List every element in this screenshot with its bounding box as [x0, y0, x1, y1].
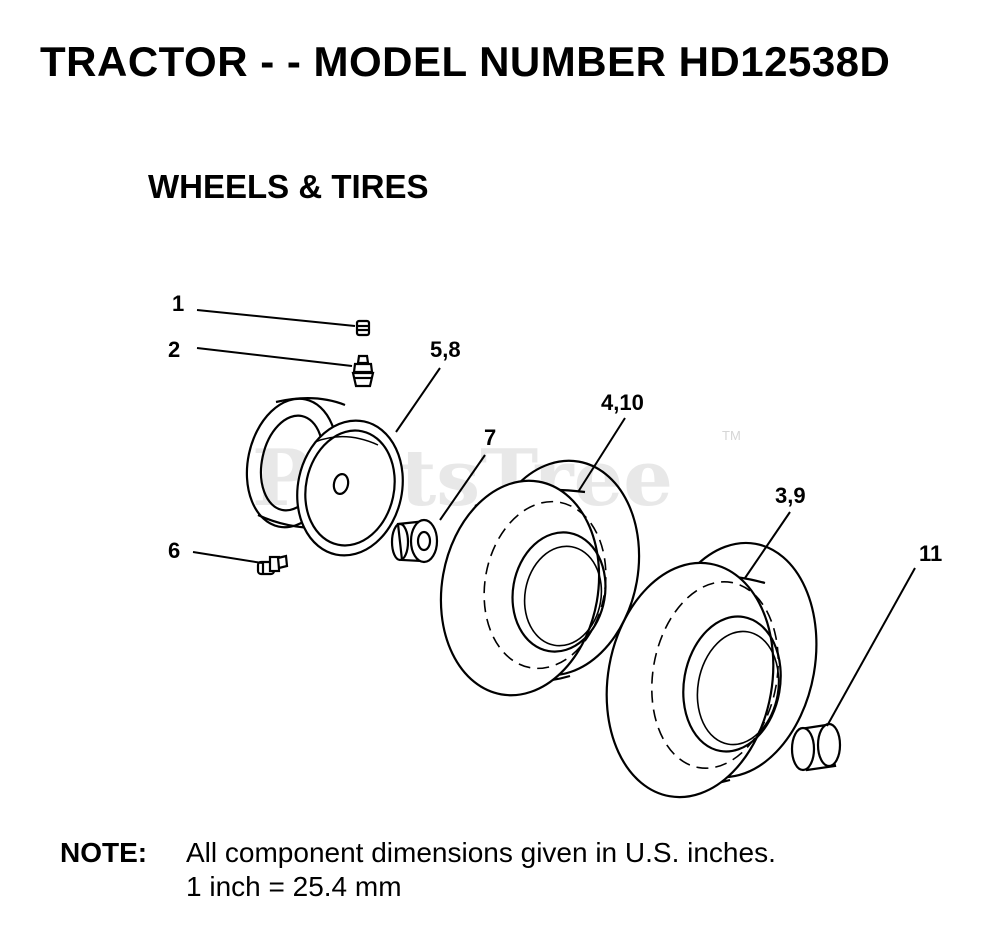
- front-tire-icon[interactable]: [424, 448, 655, 708]
- wheel-rim-icon[interactable]: [235, 390, 415, 565]
- callout-11: 11: [919, 541, 942, 566]
- note-line-1: All component dimensions given in U.S. i…: [186, 837, 776, 868]
- hub-cap-icon[interactable]: [790, 722, 842, 772]
- callout-3-9: 3,9: [775, 483, 806, 508]
- note-body: All component dimensions given in U.S. i…: [186, 836, 776, 904]
- section-title: WHEELS & TIRES: [148, 168, 429, 205]
- watermark-tm: TM: [722, 428, 741, 443]
- grease-fitting-icon[interactable]: [256, 554, 289, 576]
- page-title: TRACTOR - - MODEL NUMBER HD12538D: [40, 38, 891, 85]
- valve-stem-icon[interactable]: [351, 354, 375, 388]
- callout-2: 2: [168, 337, 180, 362]
- valve-cap-icon[interactable]: [355, 319, 371, 337]
- rear-tire-icon[interactable]: [589, 530, 835, 811]
- note-line-2: 1 inch = 25.4 mm: [186, 871, 402, 902]
- bushing-icon[interactable]: [390, 518, 439, 564]
- callout-5-8: 5,8: [430, 337, 461, 362]
- callout-6: 6: [168, 538, 180, 563]
- callout-1: 1: [172, 291, 184, 316]
- note-label: NOTE:: [60, 837, 148, 868]
- leader-lines: [192, 309, 916, 727]
- callout-7: 7: [484, 425, 496, 450]
- callout-4-10: 4,10: [601, 390, 644, 415]
